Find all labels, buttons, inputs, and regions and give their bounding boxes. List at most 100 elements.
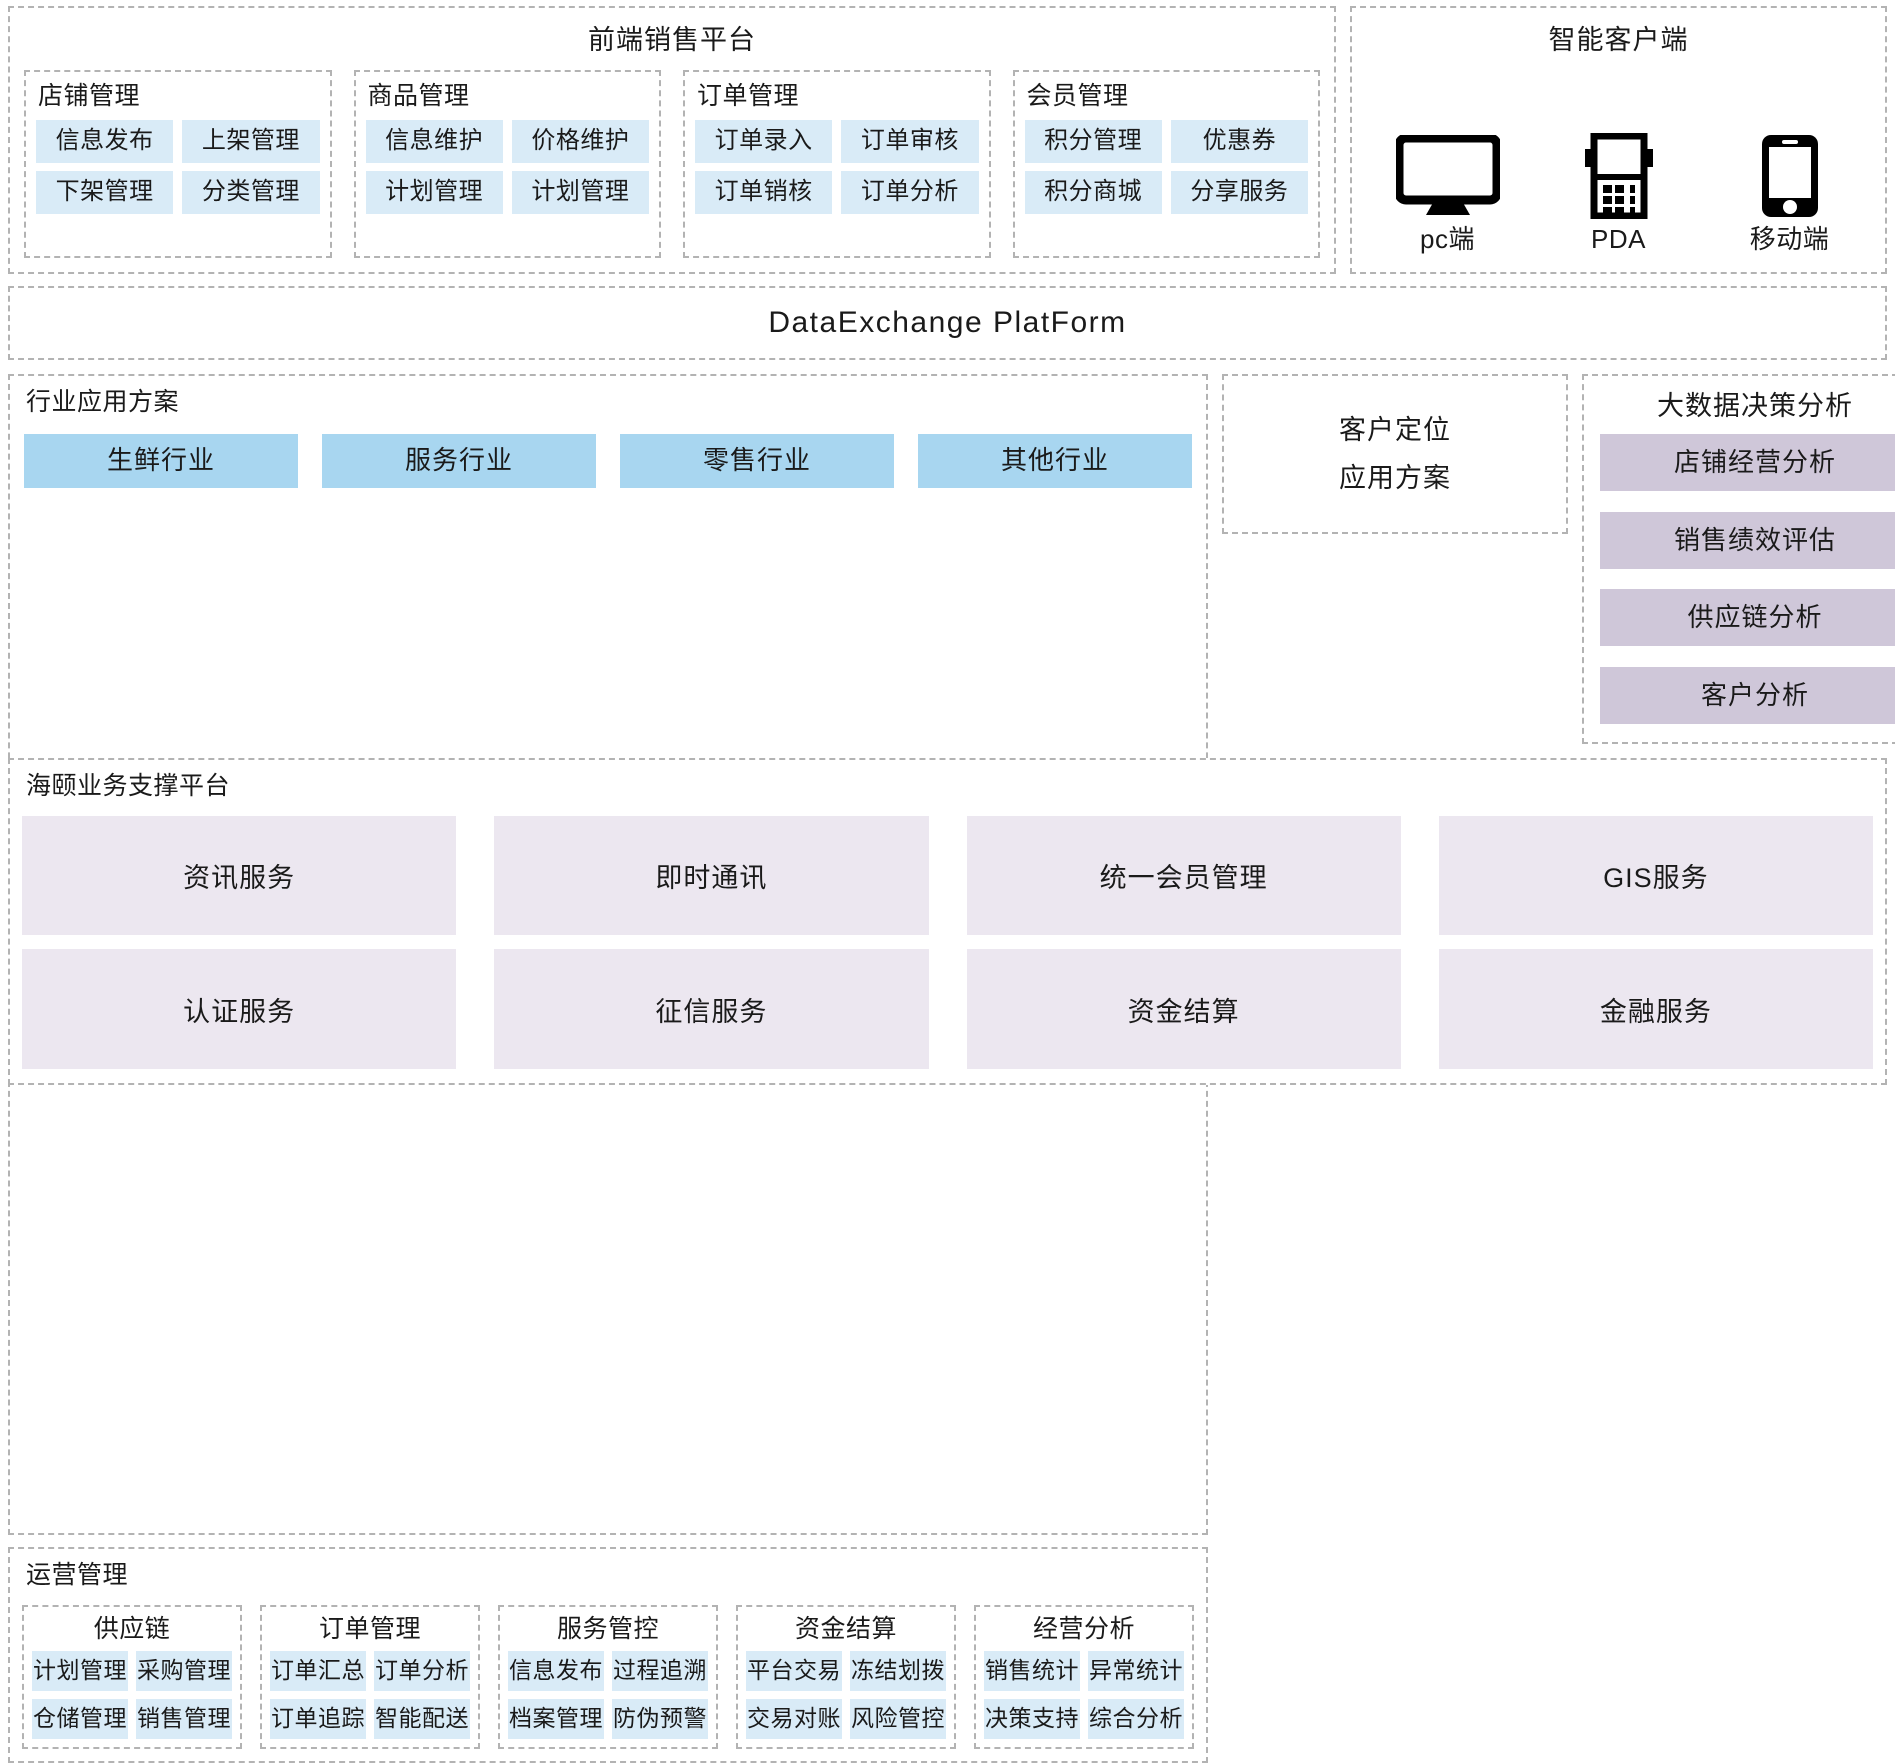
chip-coupon[interactable]: 优惠券 [1170, 119, 1308, 163]
chip-product-info-maintain[interactable]: 信息维护 [365, 119, 503, 163]
chip-order-summary[interactable]: 订单汇总 [270, 1651, 366, 1692]
industry-chip-list: 生鲜行业 服务行业 零售行业 其他行业 [22, 420, 1194, 488]
customer-positioning-line-2: 应用方案 [1339, 463, 1451, 493]
front-sales-platform-title: 前端销售平台 [588, 25, 756, 55]
chip-transaction-reconciliation[interactable]: 交易对账 [746, 1699, 842, 1740]
chip-financial-service[interactable]: 金融服务 [1438, 949, 1873, 1069]
ops-group-title: 服务管控 [556, 1614, 659, 1643]
front-sales-platform-section: 前端销售平台 店铺管理 信息发布 上架管理 下架管理 分类管理 [8, 6, 1336, 274]
data-exchange-platform-band: DataExchange PlatForm [8, 286, 1887, 360]
chip-platform-transaction[interactable]: 平台交易 [746, 1651, 842, 1692]
industry-solutions-title: 行业应用方案 [26, 388, 180, 416]
chip-purchase-management[interactable]: 采购管理 [136, 1651, 232, 1692]
chip-store-category[interactable]: 分类管理 [182, 170, 320, 214]
big-data-chip-list: 店铺经营分析 销售绩效评估 供应链分析 客户分析 [1600, 434, 1895, 728]
chip-comprehensive-analysis[interactable]: 综合分析 [1088, 1699, 1184, 1740]
support-platform-title: 海颐业务支撑平台 [26, 772, 231, 800]
smart-client-title: 智能客户端 [1548, 25, 1689, 55]
customer-positioning-line-1: 客户定位 [1339, 414, 1451, 445]
chip-product-plan-management-2[interactable]: 计划管理 [511, 170, 649, 214]
ops-group-service-control: 服务管控 信息发布 过程追溯 档案管理 防伪预警 [498, 1604, 718, 1750]
chip-industry-retail[interactable]: 零售行业 [620, 433, 894, 488]
chip-store-operation-analysis[interactable]: 店铺经营分析 [1600, 434, 1895, 492]
chip-anticounterfeit-alert[interactable]: 防伪预警 [612, 1699, 708, 1740]
support-row-2: 认证服务 征信服务 资金结算 金融服务 [22, 949, 1873, 1069]
chip-freeze-transfer[interactable]: 冻结划拨 [850, 1651, 946, 1692]
group-title: 会员管理 [1026, 81, 1129, 110]
mobile-phone-icon [1760, 133, 1820, 219]
group-title: 订单管理 [697, 81, 800, 110]
chip-order-analysis[interactable]: 订单分析 [374, 1651, 470, 1692]
architecture-diagram: 前端销售平台 店铺管理 信息发布 上架管理 下架管理 分类管理 [8, 6, 1895, 1763]
chip-order-tracking[interactable]: 订单追踪 [270, 1699, 366, 1740]
chip-sales-performance-evaluation[interactable]: 销售绩效评估 [1600, 511, 1895, 569]
group-title: 店铺管理 [38, 81, 141, 110]
chip-supply-chain-analysis[interactable]: 供应链分析 [1600, 589, 1895, 647]
customer-positioning-spacer [1222, 534, 1568, 744]
chip-industry-fresh[interactable]: 生鲜行业 [24, 433, 298, 488]
chip-industry-other[interactable]: 其他行业 [918, 433, 1192, 488]
chip-credit-service[interactable]: 征信服务 [494, 949, 929, 1069]
ops-group-title: 供应链 [93, 1614, 171, 1643]
chip-store-listing[interactable]: 上架管理 [182, 119, 320, 163]
chip-exception-statistics[interactable]: 异常统计 [1088, 1651, 1184, 1692]
customer-positioning-column: 客户定位 应用方案 [1222, 374, 1568, 744]
chip-info-publish[interactable]: 信息发布 [508, 1651, 604, 1692]
chip-sales-statistics[interactable]: 销售统计 [984, 1651, 1080, 1692]
client-label: pc端 [1420, 224, 1475, 255]
chip-order-writeoff[interactable]: 订单销核 [695, 170, 833, 214]
chip-warehouse-management[interactable]: 仓储管理 [32, 1699, 128, 1740]
chip-authentication-service[interactable]: 认证服务 [22, 949, 457, 1069]
chip-fund-settlement[interactable]: 资金结算 [966, 949, 1401, 1069]
smart-client-section: 智能客户端 pc端 [1350, 6, 1887, 274]
sales-groups: 店铺管理 信息发布 上架管理 下架管理 分类管理 商品管理 [24, 69, 1320, 258]
chip-decision-support[interactable]: 决策支持 [984, 1699, 1080, 1740]
client-item-pda[interactable]: PDA [1534, 133, 1704, 254]
ops-group-fund-settlement: 资金结算 平台交易 冻结划拨 交易对账 风险管控 [736, 1604, 956, 1750]
operations-groups: 供应链 计划管理 采购管理 仓储管理 销售管理 [22, 1593, 1194, 1750]
chip-customer-analysis[interactable]: 客户分析 [1600, 666, 1895, 724]
chip-info-service[interactable]: 资讯服务 [22, 815, 457, 936]
operations-management-section: 运营管理 供应链 计划管理 采购管理 仓储管理 销售管理 [8, 1547, 1208, 1763]
client-label: 移动端 [1749, 224, 1830, 255]
middle-row: 行业应用方案 生鲜行业 服务行业 零售行业 其他行业 运营管理 供应链 计划管理 [8, 374, 1895, 1763]
ops-group-title: 资金结算 [794, 1614, 897, 1643]
chip-unified-member-management[interactable]: 统一会员管理 [966, 815, 1401, 936]
data-exchange-platform-title: DataExchange PlatForm [768, 306, 1127, 339]
chip-gis-service[interactable]: GIS服务 [1438, 815, 1873, 936]
chip-archive-management[interactable]: 档案管理 [508, 1699, 604, 1740]
group-product-management: 商品管理 信息维护 价格维护 计划管理 计划管理 [353, 69, 661, 258]
client-item-mobile[interactable]: 移动端 [1705, 133, 1875, 254]
chip-product-price-maintain[interactable]: 价格维护 [511, 119, 649, 163]
customer-positioning-section: 客户定位 应用方案 [1222, 374, 1568, 534]
client-label: PDA [1591, 224, 1646, 255]
chip-sales-management[interactable]: 销售管理 [136, 1699, 232, 1740]
middle-left-column: 行业应用方案 生鲜行业 服务行业 零售行业 其他行业 运营管理 供应链 计划管理 [8, 374, 1208, 1763]
chip-share-service[interactable]: 分享服务 [1170, 170, 1308, 214]
operations-management-title: 运营管理 [26, 1561, 129, 1589]
chip-plan-management[interactable]: 计划管理 [32, 1651, 128, 1692]
chip-process-traceability[interactable]: 过程追溯 [612, 1651, 708, 1692]
chip-order-entry[interactable]: 订单录入 [695, 119, 833, 163]
chip-points-mall[interactable]: 积分商城 [1024, 170, 1162, 214]
top-row: 前端销售平台 店铺管理 信息发布 上架管理 下架管理 分类管理 [8, 6, 1887, 274]
support-platform-section: 海颐业务支撑平台 资讯服务 即时通讯 统一会员管理 GIS服务 认证服务 征信服… [8, 758, 1887, 1085]
chip-industry-service[interactable]: 服务行业 [322, 433, 596, 488]
chip-points-management[interactable]: 积分管理 [1024, 119, 1162, 163]
ops-group-title: 经营分析 [1032, 1614, 1135, 1643]
chip-smart-delivery[interactable]: 智能配送 [374, 1699, 470, 1740]
ops-group-business-analysis: 经营分析 销售统计 异常统计 决策支持 综合分析 [974, 1604, 1194, 1750]
client-item-pc[interactable]: pc端 [1363, 133, 1533, 254]
chip-risk-control[interactable]: 风险管控 [850, 1699, 946, 1740]
smart-client-items: pc端 [1362, 64, 1875, 260]
group-store-management: 店铺管理 信息发布 上架管理 下架管理 分类管理 [24, 69, 332, 258]
ops-group-order-management: 订单管理 订单汇总 订单分析 订单追踪 智能配送 [260, 1604, 480, 1750]
chip-instant-messaging[interactable]: 即时通讯 [494, 815, 929, 936]
chip-store-delisting[interactable]: 下架管理 [36, 170, 174, 214]
chip-store-info-publish[interactable]: 信息发布 [36, 119, 174, 163]
chip-order-analysis[interactable]: 订单分析 [841, 170, 979, 214]
big-data-analysis-section: 大数据决策分析 店铺经营分析 销售绩效评估 供应链分析 客户分析 [1582, 374, 1895, 744]
group-title: 商品管理 [367, 81, 470, 110]
chip-order-review[interactable]: 订单审核 [841, 119, 979, 163]
chip-product-plan-management-1[interactable]: 计划管理 [365, 170, 503, 214]
